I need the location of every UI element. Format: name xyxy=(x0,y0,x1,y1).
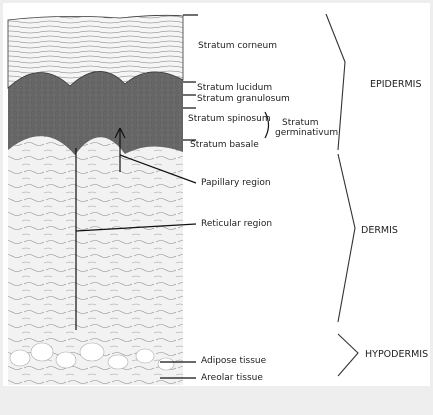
label-stratum-lucidum: Stratum lucidum xyxy=(197,83,272,93)
label-reticular-region: Reticular region xyxy=(201,219,272,229)
label-hypodermis: HYPODERMIS xyxy=(365,349,428,360)
label-stratum-basale: Stratum basale xyxy=(190,140,259,150)
label-adipose-tissue: Adipose tissue xyxy=(201,356,266,366)
label-stratum-spinosum: Stratum spinosum xyxy=(188,114,271,124)
label-stratum-corneum: Stratum corneum xyxy=(198,41,277,51)
label-stratum-germinativum-line1: Stratum xyxy=(282,118,318,128)
label-stratum-germinativum-line2: germinativum xyxy=(275,128,338,138)
label-stratum-granulosum: Stratum granulosum xyxy=(197,94,290,104)
label-dermis: DERMIS xyxy=(361,225,398,236)
label-papillary-region: Papillary region xyxy=(201,178,271,188)
label-areolar-tissue: Areolar tissue xyxy=(201,373,263,383)
label-epidermis: EPIDERMIS xyxy=(370,79,421,90)
